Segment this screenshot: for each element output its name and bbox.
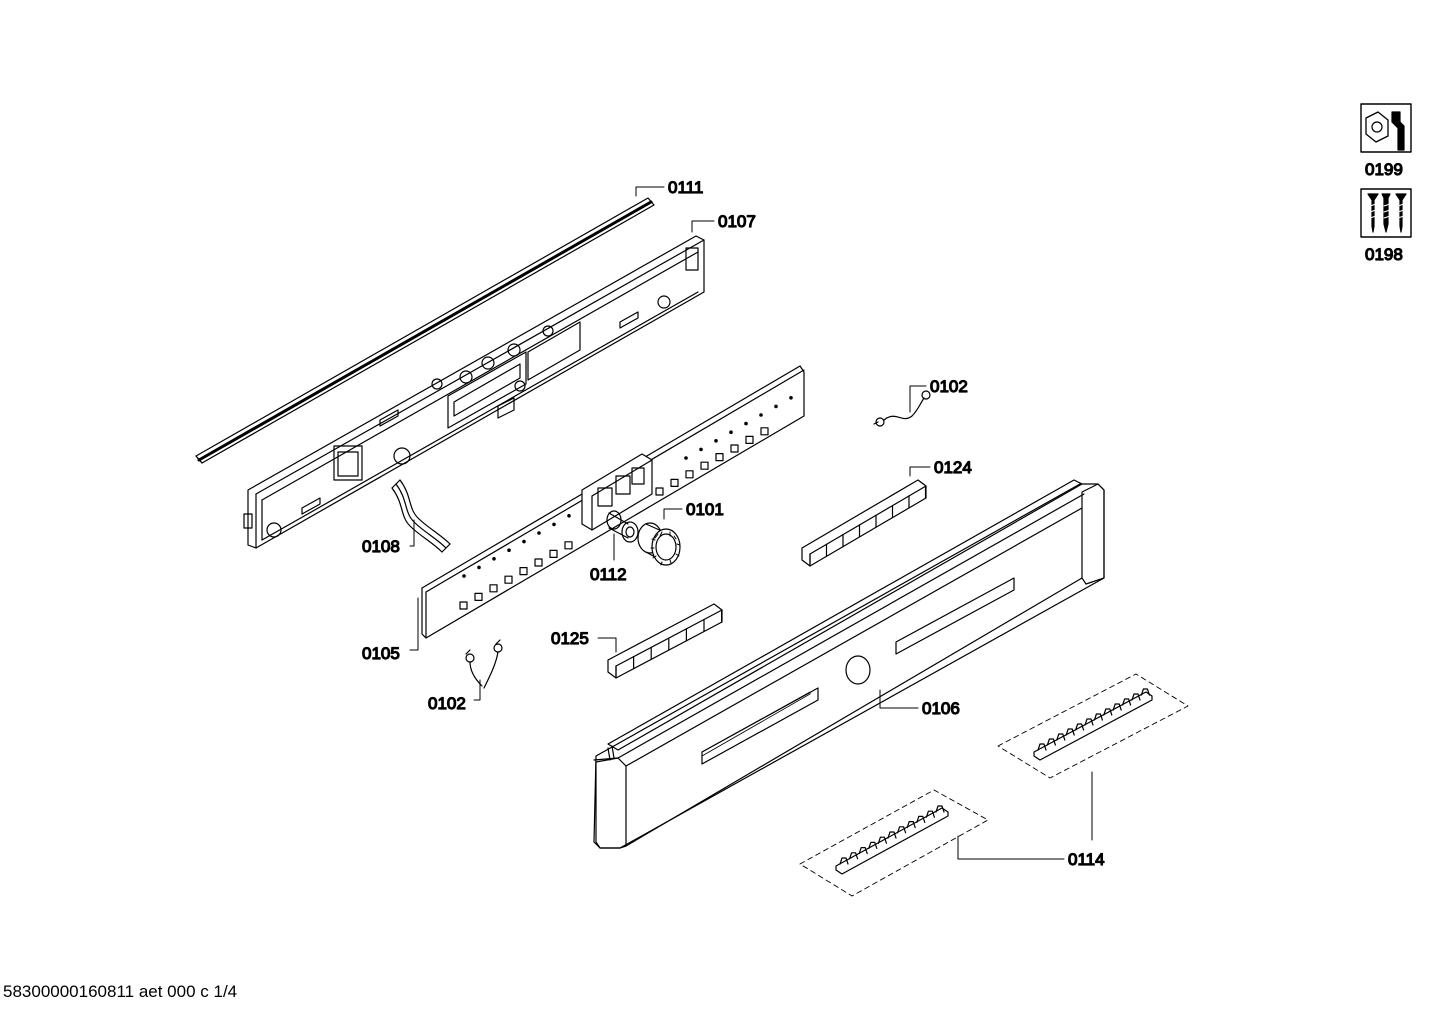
label-0101: 0101 [686,500,724,519]
label-0111: 0111 [668,178,703,197]
clip-tooth [925,810,935,818]
pcb-key-pad [564,541,573,550]
key-strip-0125-keys [615,609,723,679]
pcb-key-pad [685,470,694,479]
pcb-led [507,548,511,553]
rotary-knob-0101 [637,522,681,566]
earth-wire-0102-bottom [465,639,503,689]
pcb-key-pad [489,584,498,593]
control-pcb-0105 [421,365,805,639]
key-strip-0124-keys [809,485,927,567]
pcb-led [477,565,481,570]
gasket-strip-0111 [195,197,655,464]
pcb-key-pad [745,435,754,444]
pcb-led [684,456,688,460]
clip-tooth [1084,718,1094,726]
clip-tooth [1065,728,1075,736]
rear-frame-0107 [243,235,705,549]
pcb-key-pad [670,478,679,487]
pcb-key-pad [459,601,468,610]
pcb-key-pad [760,427,769,436]
clip-tooth [887,831,897,839]
clip-tooth [935,805,945,813]
pcb-key-pad [519,566,528,576]
clip-tooth [849,852,859,860]
clip-tooth [839,857,849,865]
pcb-key-pad [655,487,664,496]
key-strip-0125 [607,603,723,679]
pcb-key-pad [474,592,483,602]
pcb-led [714,438,718,443]
pcb-led [567,513,571,518]
pcb-led [759,413,763,417]
label-0108: 0108 [362,537,400,556]
pcb-key-pad [549,549,558,559]
pcb-key-pad [730,444,739,453]
clip-tooth [1122,698,1132,706]
clip-tooth [877,836,887,844]
clip-tooth [1037,743,1047,751]
pcb-led [522,539,526,544]
clip-tooth [1131,693,1141,701]
clip-tooth [1046,738,1056,746]
leader-lines [409,186,1093,860]
pcb-led [744,421,748,426]
clip-strip-0114-left [799,789,989,897]
front-fascia-0106 [593,479,1105,849]
pcb-led [699,447,703,452]
pcb-key-pad [700,461,709,470]
earth-wire-0102-top [873,390,931,427]
drawing-number-footer: 58300000160811 aet 000 c 1/4 [3,982,238,1001]
clip-tooth [1093,713,1103,721]
clip-tooth [1112,703,1122,711]
icon-caption-0198: 0198 [1365,245,1403,264]
clip-tooth [1103,708,1113,716]
pcb-led [729,430,733,435]
key-strip-0124 [801,479,927,567]
screws-icon [1360,188,1412,238]
label-0124: 0124 [934,458,972,477]
wrench-nut-icon [1360,103,1412,153]
clip-strip-0114-right [997,673,1189,779]
clip-tooth [858,847,868,855]
clip-tooth [1075,723,1085,731]
icon-caption-0199: 0199 [1365,160,1403,179]
pcb-led [552,522,556,527]
label-0106: 0106 [922,699,960,718]
label-0102-bottom: 0102 [428,694,466,713]
pcb-key-pad [504,575,513,584]
label-0107: 0107 [718,212,756,231]
clip-teeth [839,688,1150,865]
pcb-key-pads [459,395,793,610]
label-0112: 0112 [590,565,627,584]
clip-tooth [868,841,878,849]
label-0102-top: 0102 [930,377,968,396]
clip-tooth [906,821,916,829]
pcb-led [774,404,778,409]
clip-tooth [897,826,907,834]
clip-tooth [916,815,926,823]
pcb-led [492,556,496,561]
pcb-key-pad [534,558,543,567]
clip-tooth [1140,688,1150,696]
pcb-led [462,574,466,578]
ribbon-cable-0108 [391,479,451,553]
label-0114: 0114 [1068,850,1105,869]
label-0125: 0125 [551,629,589,648]
label-0105: 0105 [362,644,400,663]
pcb-led [537,531,541,535]
knob-spindle-0112 [606,510,639,543]
clip-tooth [1056,733,1066,741]
pcb-led [789,395,793,400]
pcb-key-pad [715,453,724,462]
